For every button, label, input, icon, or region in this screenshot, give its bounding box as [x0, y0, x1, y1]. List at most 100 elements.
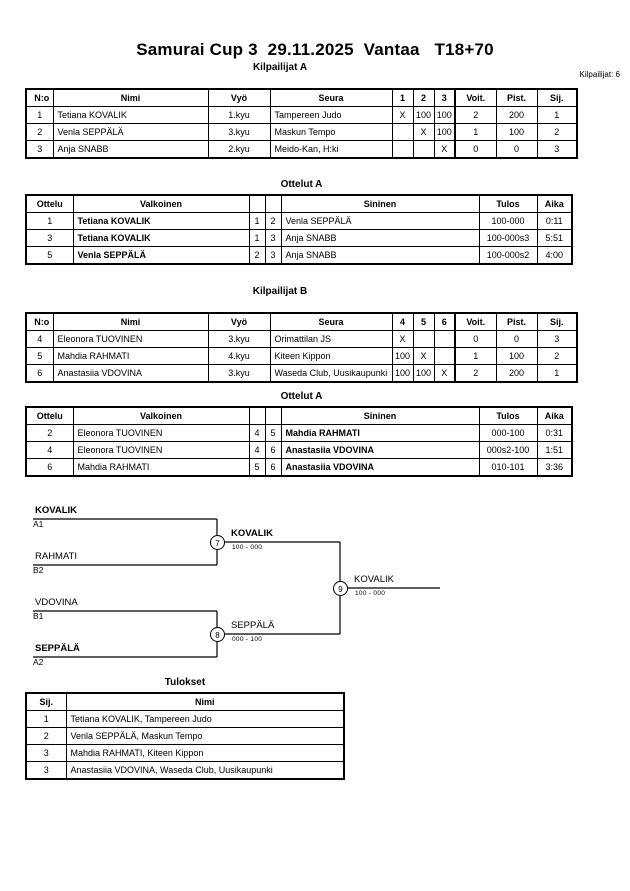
- cell-result: 100-000s2: [478, 246, 538, 265]
- cell-name: Anastasiia VDOVINA: [52, 364, 209, 383]
- cell-time: 0:11: [536, 212, 573, 230]
- cell-no: 2: [25, 123, 54, 141]
- matches-a-table: Ottelu Valkoinen Sininen Tulos Aika 1 Te…: [25, 194, 573, 265]
- cell-time: 4:00: [536, 246, 573, 265]
- table-row: 5 Venla SEPPÄLÄ 2 3 Anja SNABB 100-000s2…: [25, 246, 573, 265]
- cell-club: Tampereen Judo: [269, 106, 393, 124]
- cell-points: 100: [495, 347, 538, 365]
- bracket-final-score: 100 - 000: [355, 590, 386, 597]
- cell-time: 1:51: [536, 441, 573, 459]
- col-club: Seura: [269, 312, 393, 331]
- col-time: Aika: [536, 406, 573, 425]
- bracket-entry-seed-1: A1: [33, 519, 44, 529]
- entrant-count-label: Kilpailijat: 6: [579, 70, 620, 79]
- bracket-entry-name-1: KOVALIK: [35, 505, 78, 516]
- col-wins: Voit.: [454, 312, 497, 331]
- cell-wins: 2: [454, 106, 497, 124]
- cell-no: 1: [25, 106, 54, 124]
- cell-blue-no: 6: [264, 458, 282, 477]
- cell-result: 010-101: [478, 458, 538, 477]
- cell-club: Orimattilan JS: [269, 330, 393, 348]
- table-row: 2 Venla SEPPÄLÄ, Maskun Tempo: [25, 727, 345, 745]
- col-rank: Sij.: [536, 312, 578, 331]
- cell-blue-no: 2: [264, 212, 282, 230]
- cell-name: Venla SEPPÄLÄ, Maskun Tempo: [65, 727, 345, 745]
- cell-belt: 3.kyu: [207, 123, 271, 141]
- cell-time: 3:36: [536, 458, 573, 477]
- cell-rank: 3: [25, 761, 67, 780]
- cell-rank: 2: [536, 347, 578, 365]
- results-table: Sij. Nimi 1 Tetiana KOVALIK, Tampereen J…: [25, 692, 345, 780]
- cell-blue: Anastasiia VDOVINA: [280, 441, 480, 459]
- col-no: N:o: [25, 312, 54, 331]
- cell-opp-2: [412, 140, 435, 159]
- col-wins: Voit.: [454, 88, 497, 107]
- cell-name: Anastasiia VDOVINA, Waseda Club, Uusikau…: [65, 761, 345, 780]
- col-white-no: [248, 406, 266, 425]
- cell-match-no: 4: [25, 441, 74, 459]
- cell-opp-3: 100: [433, 123, 456, 141]
- cell-belt: 1.kyu: [207, 106, 271, 124]
- bracket-entry-name-2: RAHMATI: [35, 551, 78, 562]
- cell-belt: 3.kyu: [207, 364, 271, 383]
- col-time: Aika: [536, 194, 573, 213]
- results-title: Tulokset: [164, 677, 206, 688]
- table-row: 4 Eleonora TUOVINEN 3.kyu Orimattilan JS…: [25, 330, 578, 348]
- table-row: 2 Venla SEPPÄLÄ 3.kyu Maskun Tempo X 100…: [25, 123, 578, 141]
- cell-wins: 0: [454, 330, 497, 348]
- cell-wins: 1: [454, 123, 497, 141]
- cell-rank: 1: [536, 106, 578, 124]
- cell-blue: Anastasiia VDOVINA: [280, 458, 480, 477]
- cell-name: Tetiana KOVALIK: [52, 106, 209, 124]
- col-name: Nimi: [52, 312, 209, 331]
- cell-blue: Anja SNABB: [280, 246, 480, 265]
- cell-blue-no: 5: [264, 424, 282, 442]
- cell-no: 4: [25, 330, 54, 348]
- cell-club-text: Waseda Club, Uusikaupunki: [274, 368, 388, 378]
- bracket-final-winner: KOVALIK: [354, 574, 394, 585]
- cell-opp-2: X: [412, 123, 435, 141]
- cell-points: 200: [495, 106, 538, 124]
- bracket-match-number-7[interactable]: 7: [210, 535, 225, 550]
- cell-white: Mahdia RAHMATI: [72, 458, 250, 477]
- cell-name: Eleonora TUOVINEN: [52, 330, 209, 348]
- col-blue-no: [264, 406, 282, 425]
- cell-white: Tetiana KOVALIK: [72, 212, 250, 230]
- col-match-no: Ottelu: [25, 406, 74, 425]
- cell-result: 100-000: [478, 212, 538, 230]
- cell-points: 0: [495, 330, 538, 348]
- table-row: 6 Mahdia RAHMATI 5 6 Anastasiia VDOVINA …: [25, 458, 573, 477]
- cell-club: Maskun Tempo: [269, 123, 393, 141]
- cell-blue-no: 6: [264, 441, 282, 459]
- cell-opp-4: X: [391, 330, 414, 348]
- cell-name: Tetiana KOVALIK, Tampereen Judo: [65, 710, 345, 728]
- cell-name: Mahdia RAHMATI: [52, 347, 209, 365]
- cell-rank: 2: [25, 727, 67, 745]
- col-opp-1: 1: [391, 88, 414, 107]
- cell-name: Venla SEPPÄLÄ: [52, 123, 209, 141]
- table-header-row: Ottelu Valkoinen Sininen Tulos Aika: [25, 194, 573, 213]
- cell-opp-4: 100: [391, 364, 414, 383]
- cell-wins: 2: [454, 364, 497, 383]
- table-row: 3 Anja SNABB 2.kyu Meido-Kan, H:ki X 0 0…: [25, 140, 578, 159]
- col-blue: Sininen: [280, 406, 480, 425]
- table-row: 1 Tetiana KOVALIK 1.kyu Tampereen Judo X…: [25, 106, 578, 124]
- bracket-match-number-8[interactable]: 8: [210, 627, 225, 642]
- cell-points: 0: [495, 140, 538, 159]
- matches-b-title: Ottelut A: [280, 391, 323, 402]
- cell-white-no: 1: [248, 229, 266, 247]
- col-blue: Sininen: [280, 194, 480, 213]
- cell-points: 100: [495, 123, 538, 141]
- table-row: 3 Tetiana KOVALIK 1 3 Anja SNABB 100-000…: [25, 229, 573, 247]
- table-row: 4 Eleonora TUOVINEN 4 6 Anastasiia VDOVI…: [25, 441, 573, 459]
- cell-opp-3: 100: [433, 106, 456, 124]
- col-belt: Vyö: [207, 88, 271, 107]
- cell-no: 5: [25, 347, 54, 365]
- col-opp-2: 2: [412, 88, 435, 107]
- col-club: Seura: [269, 88, 393, 107]
- bracket-match-number-9[interactable]: 9: [333, 581, 348, 596]
- col-match-no: Ottelu: [25, 194, 74, 213]
- cell-club: Waseda Club, Uusikaupunki: [269, 364, 393, 383]
- cell-opp-3: X: [433, 140, 456, 159]
- cell-blue-no: 3: [264, 246, 282, 265]
